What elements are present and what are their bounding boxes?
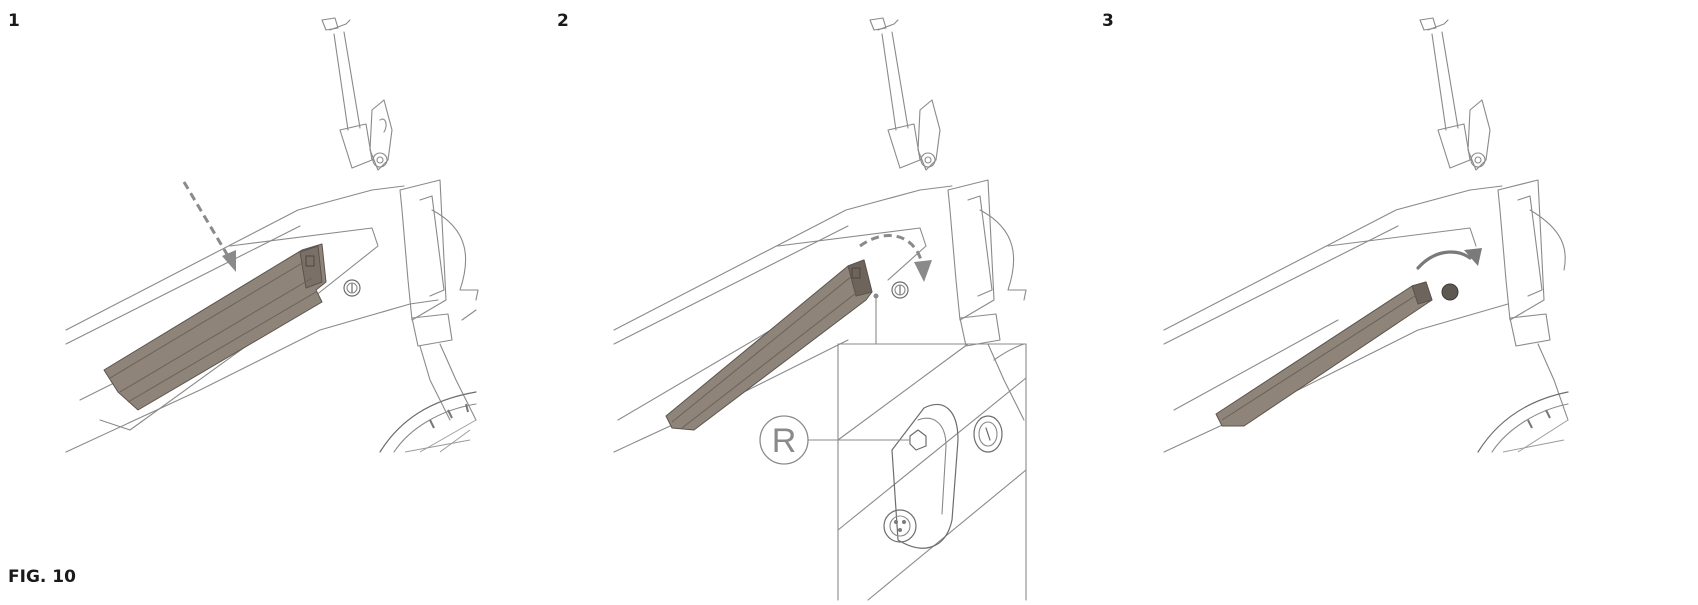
step-3-number: 3 — [1102, 11, 1114, 31]
battery-pack — [665, 259, 873, 431]
curved-arrow-icon — [1416, 248, 1482, 270]
callout-r: R — [759, 415, 911, 465]
detail-inset — [837, 343, 1027, 601]
front-wheel — [993, 343, 1025, 361]
front-wheel — [1477, 391, 1569, 453]
step-1-illustration — [65, 17, 479, 453]
step-2-number: 2 — [557, 11, 569, 31]
lock-cylinder-icon — [1441, 283, 1459, 301]
step-2-illustration: R — [613, 17, 1027, 601]
dashed-curved-arrow-icon — [859, 234, 932, 282]
callout-letter: R — [772, 422, 797, 460]
bike-frame — [1163, 17, 1569, 453]
figure-label: FIG. 10 — [8, 567, 76, 587]
lock-cylinder-icon — [973, 415, 1003, 453]
step-1-number: 1 — [8, 11, 20, 31]
bike-frame — [613, 17, 1027, 453]
lock-cylinder-icon — [891, 281, 909, 299]
battery-pack — [103, 243, 327, 411]
charging-port-icon — [883, 509, 917, 543]
battery-pack — [1215, 281, 1433, 427]
front-wheel — [379, 391, 477, 453]
bike-frame — [65, 17, 479, 453]
dashed-arrow-down-icon — [182, 181, 236, 272]
lock-cylinder-icon — [343, 279, 361, 297]
step-3-illustration — [1163, 17, 1569, 453]
